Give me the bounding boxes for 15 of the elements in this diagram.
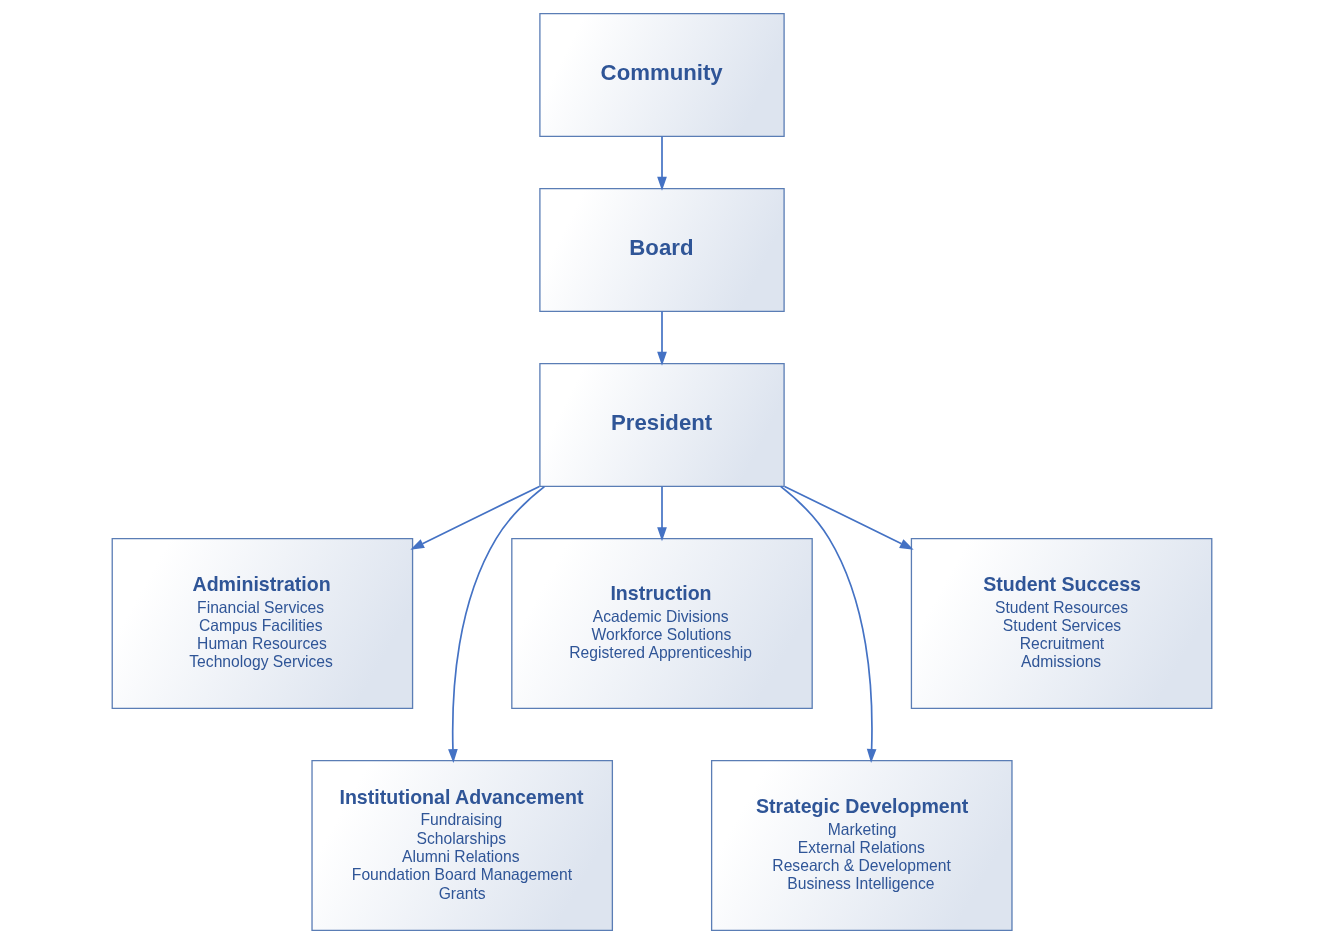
node-box: Instruction Academic Divisions Workforce Solutions Registered Apprenticeship [510,537,813,709]
arrow [783,485,914,550]
arrow [656,310,667,366]
arrow [656,135,667,191]
arrow [656,485,667,542]
arrow [409,485,540,550]
arrow [447,485,545,763]
arrow [779,485,876,763]
node-box: President [538,362,785,487]
node-box: Board [538,187,785,313]
node-box: Administration Financial Services Campus Facilities Human Resources Technology Services [111,537,413,709]
node-box: Institutional Advancement Fundraising Scholarships Alumni Relations Foundation Board Management Grants [310,759,613,931]
node-box: Community [538,13,785,138]
node-box: Strategic Development Marketing External Relations Research & Development Business Intelligence [710,759,1013,931]
node-box: Student Success Student Resources Student Services Recruitment Admissions [910,537,1212,709]
